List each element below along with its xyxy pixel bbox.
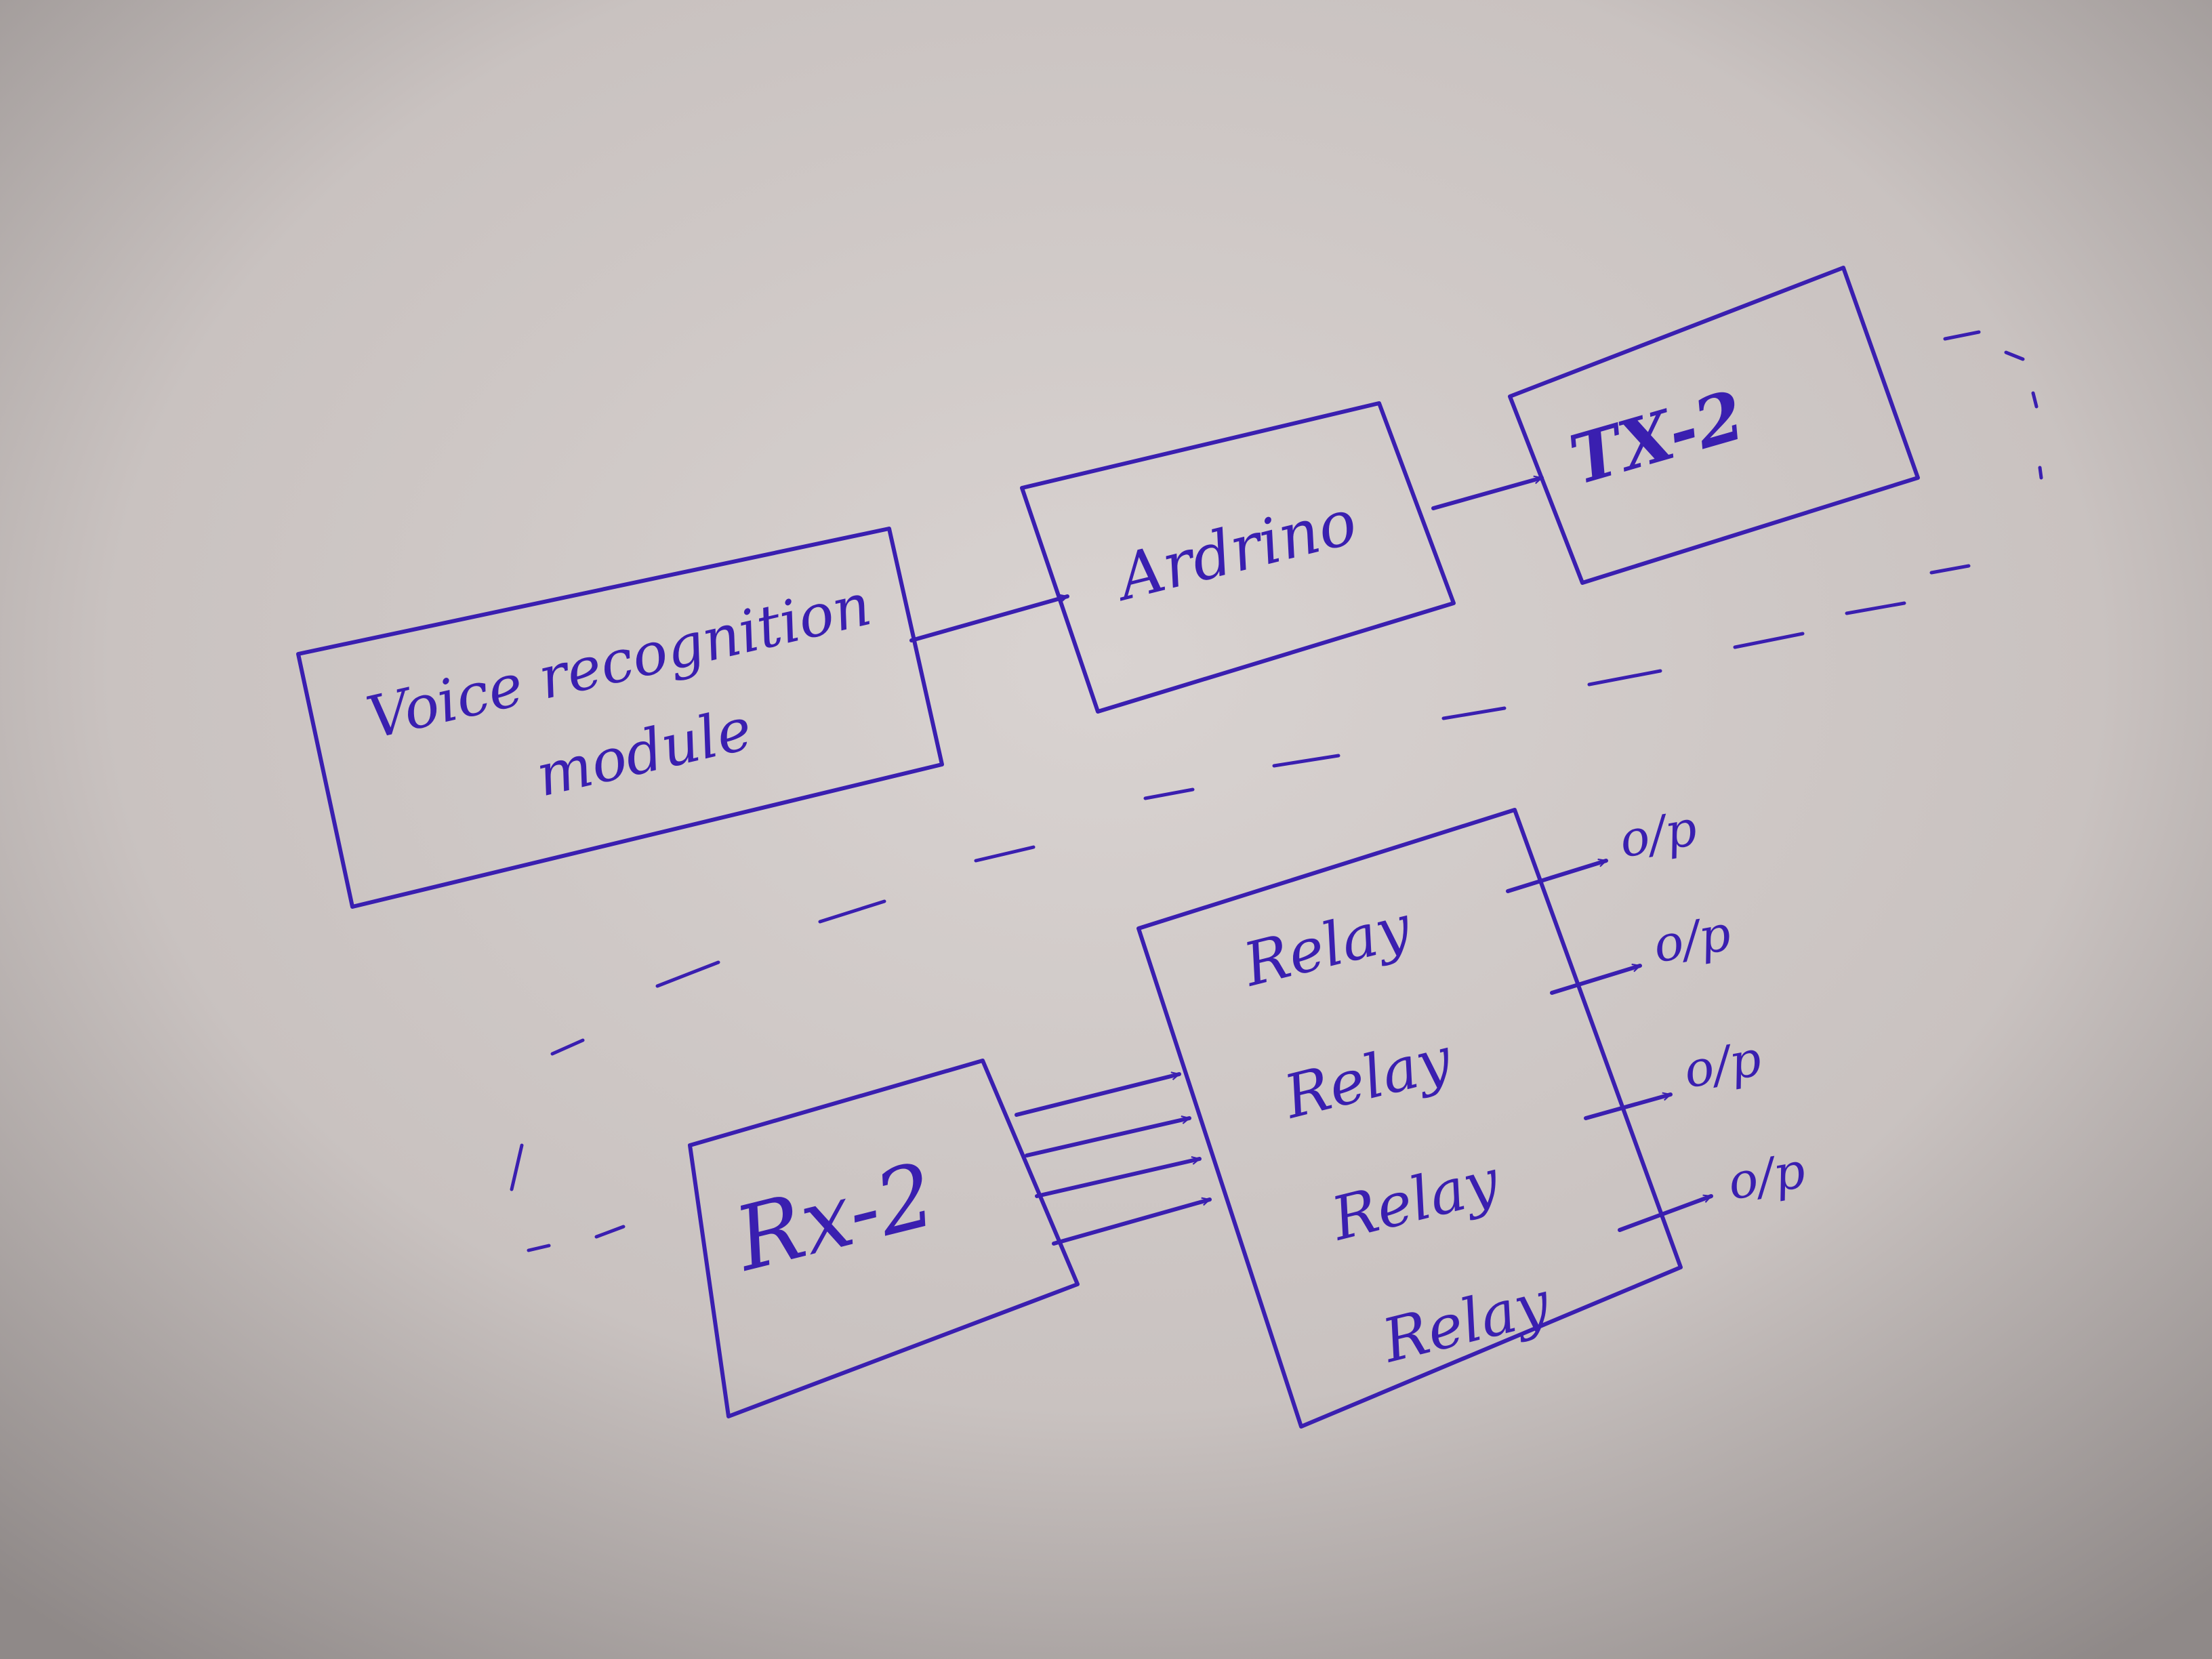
arrow-rx-to-relay-1 [1015,1074,1181,1117]
arrow-arduino-to-tx [1431,478,1544,510]
arrow-rx-to-relay-3 [1035,1159,1202,1198]
arrow-rx-to-relay-2 [1025,1118,1191,1158]
relay-box [1136,808,1683,1429]
wireless-link-path [510,601,1906,1252]
tx-box [1508,266,1920,585]
arduino-box [1020,401,1456,714]
arrow-output-1 [1506,861,1608,893]
output-label-3: o/p [1679,1029,1765,1099]
arrow-output-4 [1618,1194,1713,1232]
output-label-4: o/p [1723,1141,1809,1210]
arrow-output-2 [1550,966,1642,995]
arrow-output-3 [1584,1094,1673,1120]
arrow-module-to-arduino [909,596,1069,642]
output-label-1: o/p [1615,799,1701,868]
wireless-link-tx-right [1929,330,2043,575]
output-label-2: o/p [1649,904,1735,973]
arrow-rx-to-relay-4 [1052,1200,1212,1246]
voice-module-box [296,527,944,909]
rx-box [688,1059,1080,1418]
